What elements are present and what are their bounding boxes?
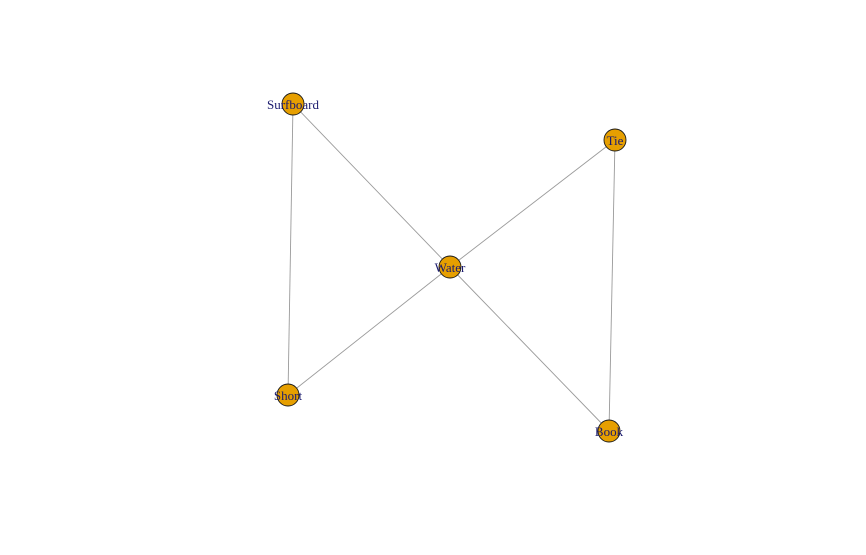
node-circle-water — [438, 255, 462, 279]
node-circle-book — [597, 419, 621, 443]
node-circle-short — [276, 383, 300, 407]
edge-surfboard-water — [292, 103, 451, 268]
node-label-book: Book — [595, 424, 624, 439]
edge-water-book — [449, 266, 610, 432]
node-book: Book — [595, 419, 624, 443]
edge-tie-book — [608, 139, 616, 432]
node-label-tie: Tie — [607, 133, 624, 148]
node-surfboard: Surfboard — [267, 92, 319, 116]
node-water: Water — [435, 255, 466, 279]
node-label-surfboard: Surfboard — [267, 97, 319, 112]
node-circle-surfboard — [281, 92, 305, 116]
edge-water-short — [287, 266, 451, 396]
node-tie: Tie — [603, 128, 627, 152]
edges-layer — [287, 103, 616, 432]
edge-surfboard-short — [287, 103, 294, 396]
node-label-short: Short — [274, 388, 303, 403]
node-short: Short — [274, 383, 303, 407]
edge-tie-water — [449, 139, 616, 268]
node-label-water: Water — [435, 260, 466, 275]
node-circle-tie — [603, 128, 627, 152]
